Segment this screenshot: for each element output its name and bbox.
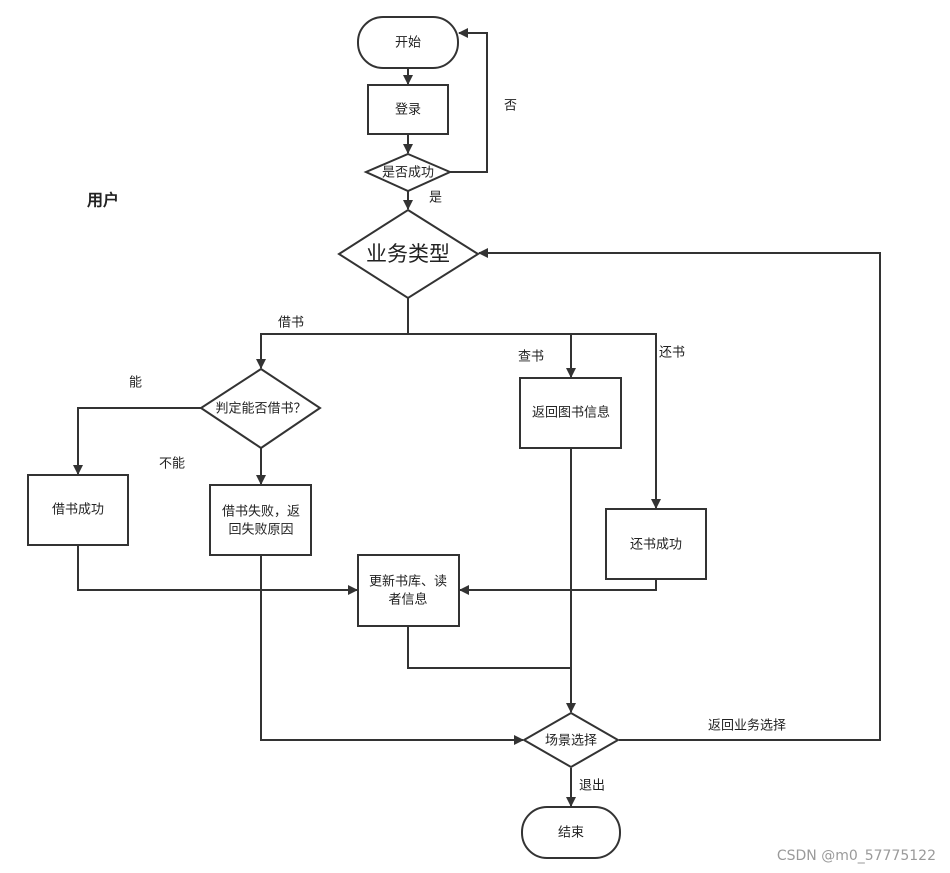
- edge-update-to-merge: [407, 626, 571, 669]
- edge-check-no-to-start: [450, 28, 488, 173]
- edge-label-no: 否: [504, 99, 517, 114]
- business-type-label: 业务类型: [366, 242, 450, 266]
- edge-scene-back-to-business: [478, 248, 881, 741]
- return-success-box: [605, 508, 707, 580]
- end-terminator: [521, 806, 621, 859]
- edge-label-exit: 退出: [579, 779, 605, 794]
- borrow-fail-label-line1: 借书失败，返: [222, 505, 300, 520]
- edge-borrow-success-to-update: [77, 545, 358, 595]
- edge-label-return: 还书: [659, 346, 685, 361]
- node-borrow-fail: 借书失败，返 回失败原因: [209, 484, 312, 556]
- return-success-label: 还书成功: [630, 538, 682, 553]
- edge-can-borrow-yes: [73, 407, 201, 475]
- end-label: 结束: [558, 826, 584, 841]
- login-success-decision: [363, 152, 453, 193]
- scene-choice-label: 场景选择: [545, 734, 597, 749]
- node-return-success: 还书成功: [605, 508, 707, 580]
- edge-business-return: [571, 333, 661, 509]
- start-label: 开始: [395, 36, 421, 51]
- edge-label-can: 能: [129, 376, 142, 391]
- update-box: [357, 554, 460, 627]
- node-start: 开始: [357, 16, 459, 69]
- scene-choice-decision: [521, 711, 621, 769]
- start-terminator: [357, 16, 459, 69]
- update-label-line2: 者信息: [388, 592, 427, 608]
- borrow-fail-box: [209, 484, 312, 556]
- node-scene-choice: 场景选择: [521, 711, 621, 769]
- login-label: 登录: [395, 103, 421, 118]
- edge-labels: 否 是 借书 查书 还书 能 不能 返回业务选择 退出: [129, 99, 786, 794]
- borrow-fail-label-line2: 回失败原因: [228, 523, 293, 538]
- edge-return-success-to-update: [459, 579, 657, 595]
- borrow-success-label: 借书成功: [52, 503, 104, 518]
- node-end: 结束: [521, 806, 621, 859]
- edge-business-borrow: [256, 333, 408, 369]
- edge-fail-to-scene: [260, 555, 524, 745]
- edge-label-query: 查书: [518, 350, 544, 365]
- node-can-borrow: 判定能否借书？: [199, 367, 322, 450]
- update-label-line1: 更新书库、读: [369, 574, 447, 590]
- node-login-success: 是否成功: [363, 152, 453, 193]
- can-borrow-label: 判定能否借书？: [215, 402, 306, 417]
- return-book-info-label: 返回图书信息: [532, 405, 610, 421]
- edge-label-borrow: 借书: [278, 316, 304, 331]
- node-business-type: 业务类型: [337, 208, 480, 300]
- node-update: 更新书库、读 者信息: [357, 554, 460, 627]
- login-success-label: 是否成功: [382, 166, 434, 181]
- node-borrow-success: 借书成功: [27, 474, 129, 546]
- business-type-decision: [337, 208, 480, 300]
- edge-label-back-to-business: 返回业务选择: [708, 718, 786, 734]
- edge-label-yes: 是: [429, 191, 442, 206]
- can-borrow-decision: [199, 367, 322, 450]
- edges: [73, 28, 881, 807]
- borrow-success-box: [27, 474, 129, 546]
- edge-label-cannot: 不能: [159, 457, 185, 472]
- node-login: 登录: [367, 84, 449, 135]
- node-return-book-info: 返回图书信息: [519, 377, 622, 449]
- watermark: CSDN @m0_57775122: [777, 848, 936, 864]
- edge-business-query: [408, 333, 576, 378]
- login-box: [367, 84, 449, 135]
- swimlane-label: 用户: [87, 191, 119, 210]
- return-book-info-box: [519, 377, 622, 449]
